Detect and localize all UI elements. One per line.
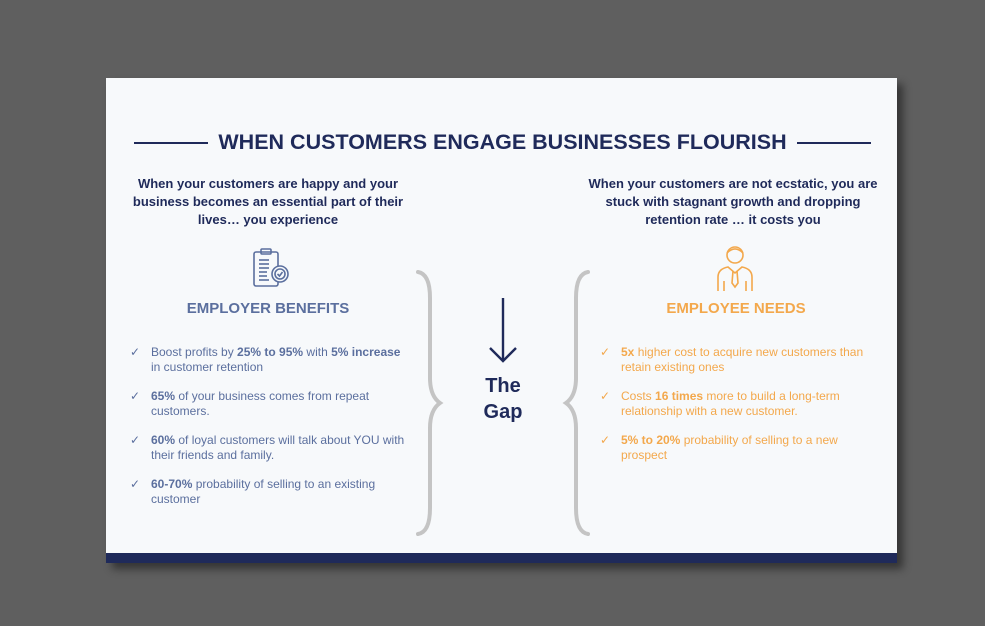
highlight-text: 60%: [151, 433, 176, 447]
footer-bar: [106, 553, 897, 563]
employer-benefits-heading: EMPLOYER BENEFITS: [186, 300, 350, 317]
arrow-down-icon: [489, 298, 517, 363]
list-item: ✓ Costs 16 times more to build a long-ter…: [600, 389, 875, 419]
highlight-text: 65%: [151, 389, 176, 403]
highlight-text: 16 times: [655, 389, 704, 403]
checkmark-icon: ✓: [600, 389, 611, 403]
item-text: Boost profits by: [151, 345, 238, 359]
gap-label: The Gap: [468, 298, 538, 425]
title-row: WHEN CUSTOMERS ENGAGE BUSINESSES FLOURIS…: [134, 130, 871, 155]
item-text: of loyal customers will talk about YOU w…: [151, 433, 405, 462]
employer-benefits-list: ✓ Boost profits by 25% to 95% with 5% inc…: [130, 345, 405, 521]
item-text: of your business comes from repeat custo…: [151, 389, 370, 418]
title-divider-right: [796, 141, 871, 144]
item-text: probability of selling to a new prospect: [621, 433, 838, 462]
list-item: ✓ 5x higher cost to acquire new customers…: [600, 345, 875, 375]
highlight-text: 25% to 95%: [237, 345, 304, 359]
employee-icon: [715, 243, 755, 298]
page-title: WHEN CUSTOMERS ENGAGE BUSINESSES FLOURIS…: [218, 130, 787, 154]
list-item: ✓ 60% of loyal customers will talk about …: [130, 433, 405, 463]
checkmark-icon: ✓: [600, 433, 611, 447]
checkmark-icon: ✓: [130, 389, 141, 403]
checkmark-icon: ✓: [130, 433, 141, 447]
item-text: in customer retention: [151, 360, 264, 374]
right-brace-icon: [562, 270, 590, 536]
gap-text-line2: Gap: [483, 401, 523, 423]
item-text: probability of selling to an existing cu…: [151, 477, 376, 506]
checkmark-icon: ✓: [130, 345, 141, 359]
highlight-text: 5x: [621, 345, 635, 359]
list-item: ✓ 5% to 20% probability of selling to a n…: [600, 433, 875, 463]
employee-needs-heading: EMPLOYEE NEEDS: [666, 300, 806, 317]
title-divider-left: [134, 141, 209, 144]
checkmark-icon: ✓: [130, 477, 141, 491]
left-brace-icon: [416, 270, 444, 536]
checkmark-icon: ✓: [600, 345, 611, 359]
item-text: more to build a long-term relationship w…: [621, 389, 840, 418]
item-text: Costs: [621, 389, 656, 403]
item-text: with: [303, 345, 332, 359]
list-item: ✓ Boost profits by 25% to 95% with 5% inc…: [130, 345, 405, 375]
clipboard-check-icon: [251, 248, 291, 295]
highlight-text: 5% to 20%: [621, 433, 681, 447]
right-subtitle: When your customers are not ecstatic, yo…: [588, 176, 878, 227]
infographic-card: WHEN CUSTOMERS ENGAGE BUSINESSES FLOURIS…: [106, 78, 897, 563]
list-item: ✓ 65% of your business comes from repeat …: [130, 389, 405, 419]
list-item: ✓ 60-70% probability of selling to an exi…: [130, 477, 405, 507]
gap-text-line1: The: [485, 375, 521, 397]
employee-needs-list: ✓ 5x higher cost to acquire new customers…: [600, 345, 875, 477]
highlight-text: 5% increase: [331, 345, 401, 359]
highlight-text: 60-70%: [151, 477, 193, 491]
item-text: higher cost to acquire new customers tha…: [621, 345, 864, 374]
left-subtitle: When your customers are happy and your b…: [132, 176, 404, 227]
